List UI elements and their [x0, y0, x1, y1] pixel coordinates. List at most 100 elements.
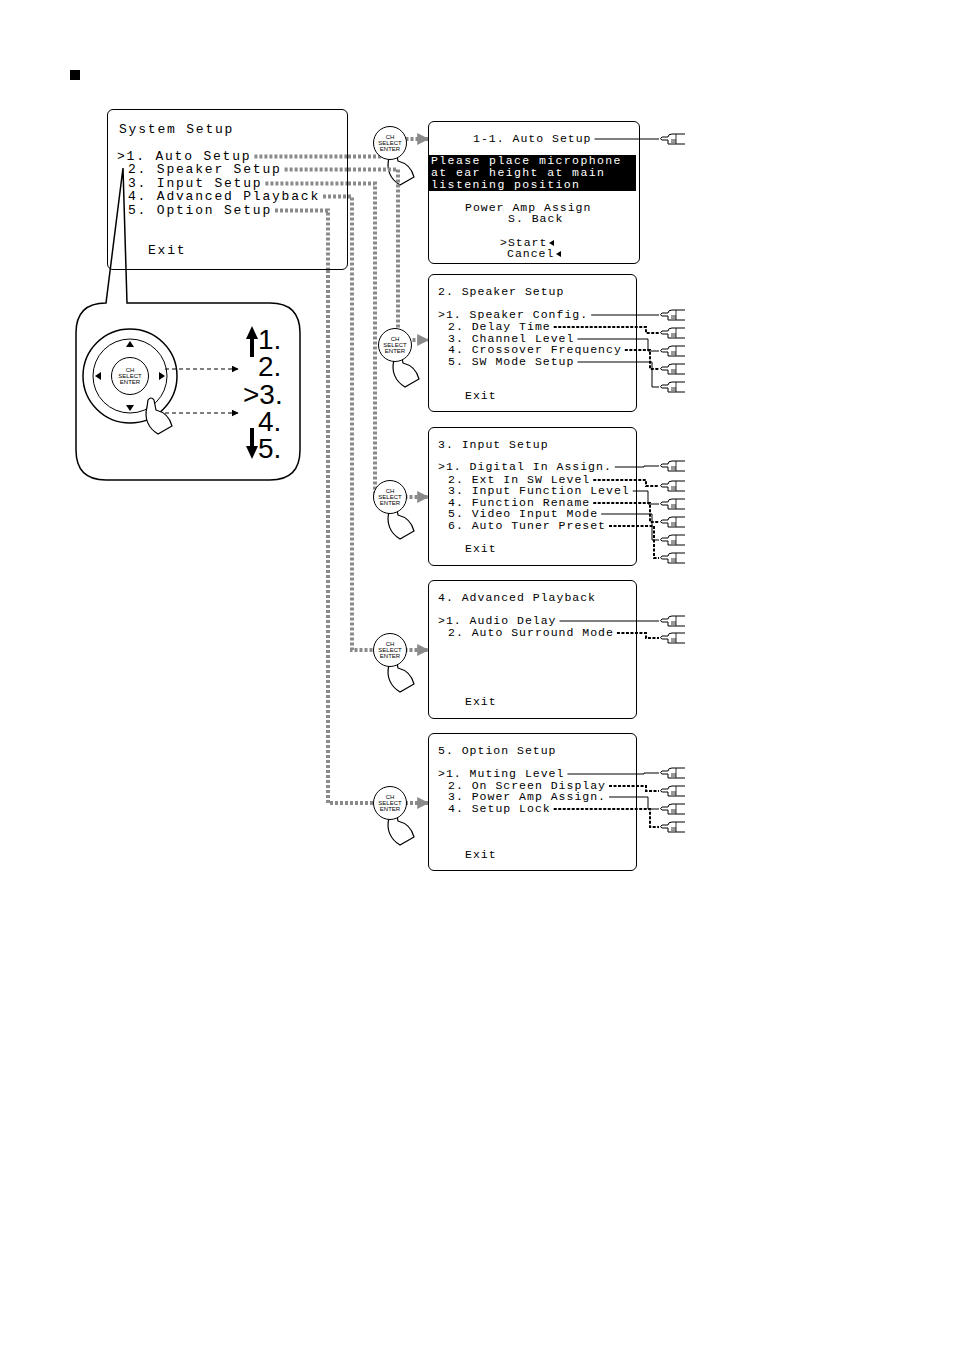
reference-hand-icon — [661, 804, 686, 814]
submenu-screen: 1-1. Auto SetupPlease place microphone a… — [428, 121, 640, 264]
menu-connector — [348, 184, 428, 498]
menu-title: 3. Input Setup — [438, 439, 549, 451]
reference-hand-icon — [661, 499, 686, 509]
reference-hand-icon — [661, 616, 686, 626]
menu-item: 2. Auto Surround Mode — [448, 627, 614, 639]
menu-connector — [348, 170, 428, 341]
menu-item: 2. Speaker Setup — [128, 163, 282, 176]
reference-hand-icon — [661, 328, 686, 338]
callout-number: 4. — [258, 408, 281, 436]
menu-item: 5. Video Input Mode — [448, 508, 598, 520]
reference-leader — [625, 350, 659, 369]
reference-leader — [554, 809, 659, 827]
callout-number: 1. — [258, 326, 281, 354]
reference-hand-icon — [661, 633, 686, 643]
reference-hand-icon — [661, 517, 686, 527]
direction-triangle — [159, 372, 165, 380]
submenu-screen: 3. Input Setup>1. Digital In Assign.2. E… — [428, 427, 637, 566]
reference-hand-icon — [661, 786, 686, 796]
up-arrow-head — [246, 326, 258, 339]
menu-item: Exit — [465, 849, 497, 861]
reference-leader — [567, 773, 659, 774]
reference-hand-icon — [661, 535, 686, 545]
menu-item: Cancel — [507, 248, 561, 260]
menu-item: Exit — [465, 390, 497, 402]
menu-item: Exit — [148, 244, 186, 257]
callout-number: 2. — [258, 353, 281, 381]
enter-button: CH SELECT ENTER — [373, 633, 407, 667]
reference-leader — [560, 621, 659, 622]
menu-title: System Setup — [119, 123, 234, 136]
reference-hand-detail — [671, 382, 676, 392]
button-label: CH SELECT ENTER — [380, 336, 410, 354]
menu-item: 3. Power Amp Assign. — [448, 791, 606, 803]
menu-item: Exit — [465, 543, 497, 555]
reference-leader — [609, 526, 659, 558]
menu-item: 4. Advanced Playback — [128, 190, 320, 203]
menu-leader-stub — [285, 168, 348, 172]
menu-item: >1. Audio Delay — [438, 615, 557, 627]
enter-button: CH SELECT ENTER — [373, 786, 407, 820]
reference-hand-icon — [661, 481, 686, 491]
down-arrow-head — [246, 446, 258, 459]
callout-number: >3. — [243, 381, 283, 409]
pressing-hand — [146, 398, 172, 434]
reference-hand-detail — [671, 461, 676, 471]
reference-hand-detail — [671, 328, 676, 338]
reference-leader — [595, 139, 659, 140]
reference-hand-detail — [671, 517, 676, 527]
menu-leader-stub — [323, 195, 348, 199]
reference-hand-detail — [671, 786, 676, 796]
reference-hand-detail — [671, 616, 676, 626]
remote-pad-ring — [93, 339, 167, 413]
up-arrow-shaft — [250, 338, 254, 357]
dashed-pointer — [158, 413, 238, 414]
menu-connector — [328, 270, 428, 803]
reference-hand-detail — [671, 768, 676, 778]
instruction-banner: Please place microphone at ear height at… — [429, 155, 636, 191]
remote-pad — [83, 329, 177, 423]
reference-hand-icon — [661, 461, 686, 471]
menu-leader-stub — [254, 155, 348, 159]
reference-leader — [609, 797, 659, 809]
reference-hand-icon — [661, 310, 686, 320]
reference-hand-detail — [671, 310, 676, 320]
menu-item: 5. SW Mode Setup — [448, 356, 574, 368]
menu-item: >1. Speaker Config. — [438, 309, 588, 321]
menu-item: 3. Input Setup — [128, 177, 262, 190]
reference-hand-detail — [671, 346, 676, 356]
enter-button: CH SELECT ENTER — [373, 126, 407, 160]
button-label: CH SELECT ENTER — [115, 367, 145, 385]
menu-item: 6. Auto Tuner Preset — [448, 520, 606, 532]
section-bullet — [70, 70, 80, 80]
reference-hand-detail — [671, 804, 676, 814]
menu-item: Exit — [465, 696, 497, 708]
menu-connector — [348, 197, 428, 651]
reference-hand-icon — [661, 382, 686, 392]
reference-leader — [577, 362, 659, 387]
menu-item: >1. Auto Setup — [117, 150, 251, 163]
reference-hand-icon — [661, 768, 686, 778]
callout-bubble — [76, 168, 300, 480]
menu-item: 2. Delay Time — [448, 321, 551, 333]
reference-hand-detail — [671, 633, 676, 643]
menu-item: >1. Digital In Assign. — [438, 461, 612, 473]
menu-leader-stub — [265, 182, 348, 186]
menu-item: S. Back — [508, 213, 563, 225]
enter-button: CH SELECT ENTER — [373, 480, 407, 514]
menu-title: 4. Advanced Playback — [438, 592, 596, 604]
reference-leader — [617, 633, 659, 638]
button-label: CH SELECT ENTER — [375, 134, 405, 152]
reference-hand-icon — [661, 134, 686, 144]
reference-hand-detail — [671, 499, 676, 509]
direction-triangle — [95, 372, 101, 380]
menu-title: 1-1. Auto Setup — [473, 133, 592, 145]
direction-triangle — [126, 405, 134, 411]
reference-hand-detail — [671, 553, 676, 563]
reference-hand-icon — [661, 822, 686, 832]
menu-title: 2. Speaker Setup — [438, 286, 564, 298]
button-label: CH SELECT ENTER — [375, 641, 405, 659]
submenu-screen: 2. Speaker Setup >1. Speaker Config.2. De… — [428, 274, 637, 412]
reference-hand-icon — [661, 553, 686, 563]
